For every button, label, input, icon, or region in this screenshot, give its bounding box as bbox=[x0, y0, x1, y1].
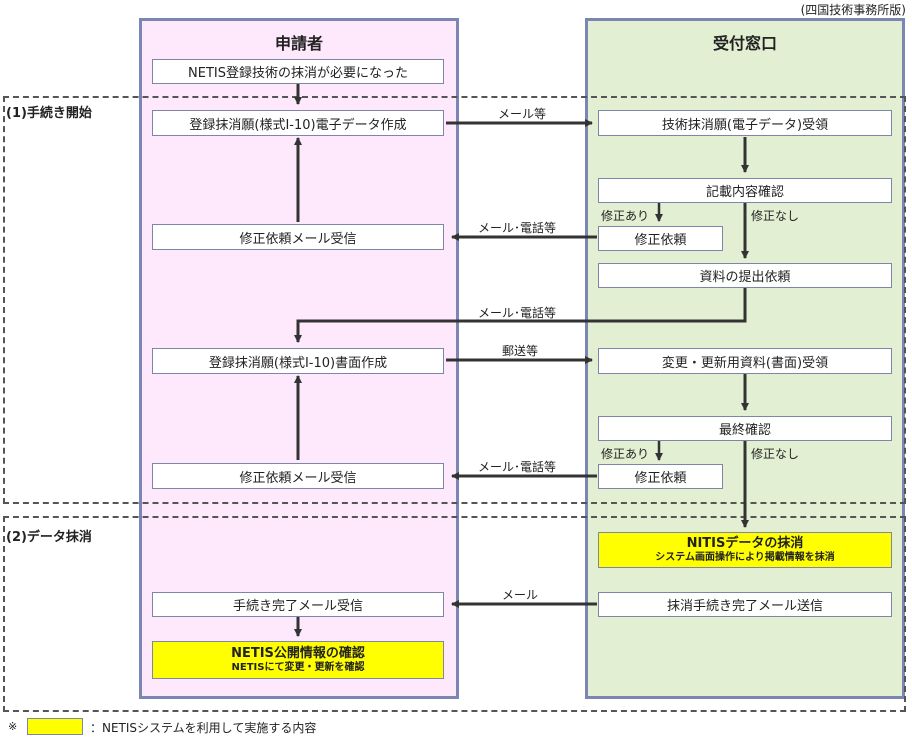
box-need-erase: NETIS登録技術の抹消が必要になった bbox=[152, 59, 444, 84]
reception-lane-title: 受付窓口 bbox=[712, 34, 777, 53]
legend-text: ：NETISシステムを利用して実施する内容 bbox=[90, 721, 317, 735]
applicant-lane-title: 申請者 bbox=[274, 34, 323, 53]
arrow-request-docs bbox=[294, 288, 747, 343]
box-create-digital: 登録抹消願(様式Ⅰ-10)電子データ作成 bbox=[152, 110, 444, 136]
erase-data-sub: システム画面操作により掲載情報を抹消 bbox=[655, 551, 835, 563]
source-note: (四国技術事務所版) bbox=[800, 3, 906, 17]
box-confirm-netis: NETIS公開情報の確認 NETISにて変更・更新を確認 bbox=[152, 641, 444, 679]
erase-data-title: NITISデータの抹消 bbox=[686, 535, 804, 551]
box-send-done-mail: 抹消手続き完了メール送信 bbox=[598, 592, 892, 617]
label-fix-no-2: 修正なし bbox=[751, 447, 800, 461]
box-receive-fix-mail-2: 修正依頼メール受信 bbox=[152, 463, 444, 489]
label-post-etc: 郵送等 bbox=[502, 344, 539, 358]
phase-2-frame bbox=[3, 516, 906, 712]
label-mail-etc: メール等 bbox=[498, 107, 547, 121]
box-erase-data: NITISデータの抹消 システム画面操作により掲載情報を抹消 bbox=[598, 532, 892, 568]
label-fix-yes-1: 修正あり bbox=[601, 209, 650, 223]
legend-swatch bbox=[27, 718, 83, 735]
label-fix-yes-2: 修正あり bbox=[601, 447, 650, 461]
section-2-label: (2)データ抹消 bbox=[6, 530, 92, 545]
box-receive-paper: 変更・更新用資料(書面)受領 bbox=[598, 348, 892, 374]
legend-mark: ※ bbox=[8, 720, 18, 733]
confirm-netis-title: NETIS公開情報の確認 bbox=[231, 645, 365, 661]
box-create-paper: 登録抹消願(様式Ⅰ-10)書面作成 bbox=[152, 348, 444, 374]
box-final-check: 最終確認 bbox=[598, 416, 892, 441]
section-1-label: (1)手続き開始 bbox=[6, 106, 92, 121]
box-check-content: 記載内容確認 bbox=[598, 178, 892, 203]
box-fix-request-1: 修正依頼 bbox=[598, 226, 723, 251]
confirm-netis-sub: NETISにて変更・更新を確認 bbox=[231, 661, 365, 673]
label-mail: メール bbox=[502, 588, 539, 602]
phase-1-frame bbox=[3, 96, 906, 504]
label-fix-no-1: 修正なし bbox=[751, 209, 800, 223]
label-mail-phone-1: メール･電話等 bbox=[478, 221, 557, 235]
box-receive-digital: 技術抹消願(電子データ)受領 bbox=[598, 110, 892, 136]
box-request-docs: 資料の提出依頼 bbox=[598, 263, 892, 288]
label-mail-phone-3: メール･電話等 bbox=[478, 460, 557, 474]
label-mail-phone-2: メール･電話等 bbox=[478, 306, 557, 320]
box-receive-done-mail: 手続き完了メール受信 bbox=[152, 592, 444, 617]
box-fix-request-2: 修正依頼 bbox=[598, 464, 723, 489]
box-receive-fix-mail-1: 修正依頼メール受信 bbox=[152, 224, 444, 250]
